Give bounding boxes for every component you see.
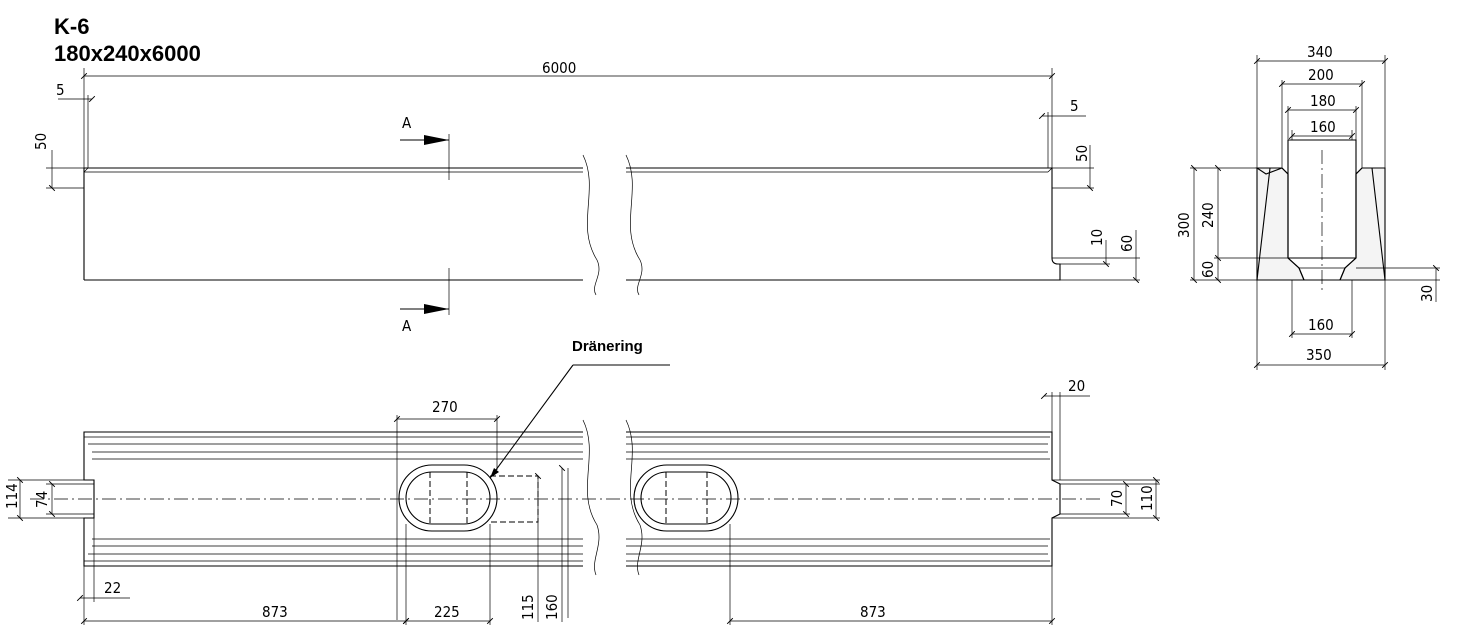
- drawing-code: K-6: [54, 14, 90, 39]
- dim-h240: 240: [1199, 202, 1217, 228]
- dim-right-top: 5: [1070, 97, 1079, 115]
- section-mark-bottom: A: [402, 317, 412, 335]
- dim-w160: 160: [1310, 118, 1336, 136]
- dim-b350: 350: [1306, 346, 1332, 364]
- dim-right-step: 10: [1088, 229, 1106, 246]
- plan-view: Dränering 270 20 114 74 70 110 22: [3, 338, 1160, 625]
- dim-right-h: 50: [1073, 145, 1091, 162]
- dim-slot-width: 270: [432, 398, 458, 416]
- dim-left-h: 50: [32, 133, 50, 150]
- dim-slot-pitch: 225: [434, 603, 460, 621]
- dim-w340: 340: [1307, 43, 1333, 61]
- drawing-size: 180x240x6000: [54, 41, 201, 66]
- cross-section: 340 200 180 160 300 240 60 30 160: [1175, 43, 1440, 370]
- dim-h115: 115: [519, 594, 537, 620]
- dim-h60: 60: [1199, 261, 1217, 278]
- dim-left-inner: 74: [33, 491, 51, 508]
- dim-h160: 160: [543, 594, 561, 620]
- dim-w180: 180: [1310, 92, 1336, 110]
- dim-right-total: 60: [1118, 235, 1136, 252]
- dim-h30: 30: [1418, 285, 1436, 302]
- drainage-label: Dränering: [572, 338, 643, 355]
- dim-right-outer: 110: [1138, 485, 1156, 511]
- dim-end-gap: 20: [1068, 377, 1085, 395]
- dim-end-offset: 22: [104, 579, 121, 597]
- dim-right-distance: 873: [860, 603, 886, 621]
- dim-right-inner: 70: [1108, 490, 1126, 507]
- dim-length: 6000: [542, 59, 576, 77]
- section-mark-top: A: [402, 114, 412, 132]
- dim-left-distance: 873: [262, 603, 288, 621]
- dim-h300: 300: [1175, 212, 1193, 238]
- dim-b160: 160: [1308, 316, 1334, 334]
- dim-left-top: 5: [56, 81, 65, 99]
- dim-left-outer: 114: [3, 483, 21, 509]
- dim-w200: 200: [1308, 66, 1334, 84]
- side-view: 6000 5 50 5 50 10 60 A A: [32, 59, 1140, 335]
